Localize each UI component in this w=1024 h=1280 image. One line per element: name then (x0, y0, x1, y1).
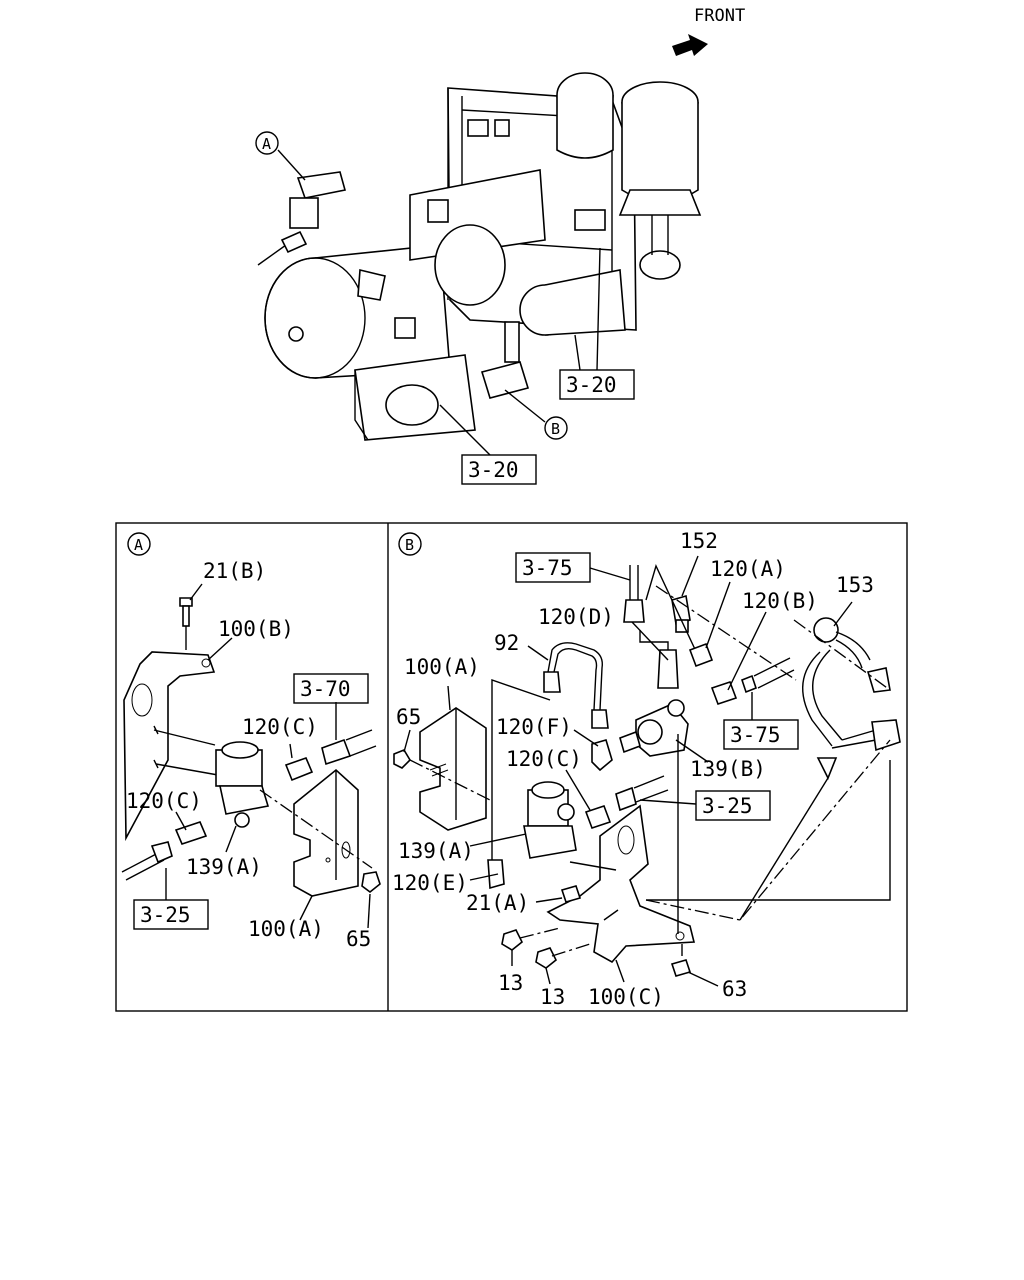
ref-3-25-a: 3-25 (140, 903, 191, 927)
label-65-b: 65 (396, 705, 421, 729)
ref-3-20-lower: 3-20 (468, 458, 519, 482)
ref-3-70: 3-70 (300, 677, 351, 701)
ref-3-20-upper: 3-20 (566, 373, 617, 397)
label-13-right: 13 (540, 985, 565, 1009)
label-153: 153 (836, 573, 874, 597)
panel-b: B 3-75 152 120(A) 153 120(D) (392, 529, 901, 1009)
label-152: 152 (680, 529, 718, 553)
label-13-left: 13 (498, 971, 523, 995)
callout-a-label: A (262, 135, 271, 153)
ref-3-25-b: 3-25 (702, 794, 753, 818)
ref-3-75-upper: 3-75 (522, 556, 573, 580)
overview-assembly (257, 72, 702, 441)
front-indicator: FRONT (672, 6, 745, 56)
panel-a-title: A (134, 536, 143, 554)
label-100b: 100(B) (218, 617, 294, 641)
front-arrow-icon (672, 34, 708, 56)
label-63: 63 (722, 977, 747, 1001)
label-100a-b: 100(A) (404, 655, 480, 679)
label-65-a: 65 (346, 927, 371, 951)
label-92: 92 (494, 631, 519, 655)
label-139a-b: 139(A) (398, 839, 474, 863)
ref-3-75-lower: 3-75 (730, 723, 781, 747)
front-label: FRONT (694, 6, 745, 26)
label-21b: 21(B) (203, 559, 266, 583)
label-120b: 120(B) (742, 589, 818, 613)
label-100c: 100(C) (588, 985, 664, 1009)
label-120e: 120(E) (392, 871, 468, 895)
label-120d: 120(D) (538, 605, 614, 629)
label-120a: 120(A) (710, 557, 786, 581)
panel-b-title: B (405, 536, 414, 554)
label-139b: 139(B) (690, 757, 766, 781)
label-120c-lower: 120(C) (126, 789, 202, 813)
label-21a: 21(A) (466, 891, 529, 915)
callout-b-label: B (551, 420, 560, 438)
label-100a-a: 100(A) (248, 917, 324, 941)
label-120f: 120(F) (496, 715, 572, 739)
detail-frame (115, 522, 908, 1012)
panel-a: A 21(B) 100(B) 139(A) 120(C) 120(C) (121, 532, 381, 951)
label-120c-upper: 120(C) (242, 715, 318, 739)
label-120c-b: 120(C) (506, 747, 582, 771)
label-139a: 139(A) (186, 855, 262, 879)
overview-callouts: A B 3-20 3-20 (255, 131, 635, 485)
